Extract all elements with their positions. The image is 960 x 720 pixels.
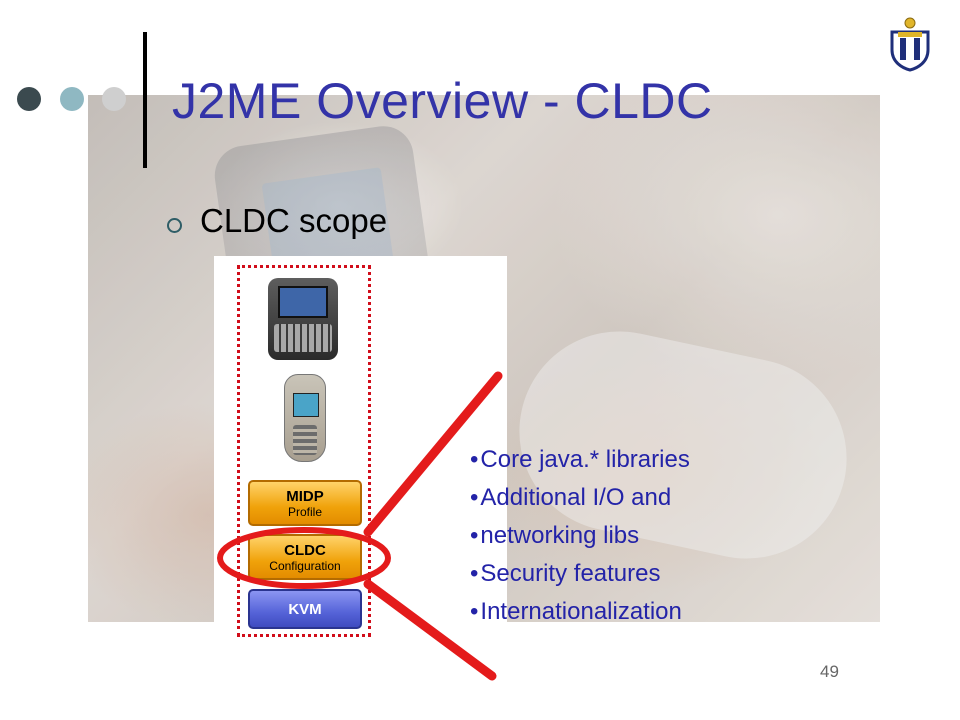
slide-title: J2ME Overview - CLDC xyxy=(172,73,713,129)
cldc-layer: CLDC Configuration xyxy=(248,534,362,580)
decorative-dot-grey xyxy=(102,87,126,111)
bullet-ring-icon xyxy=(167,218,182,233)
feature-item: Internationalization xyxy=(470,593,690,631)
bullet-text: CLDC scope xyxy=(200,202,388,239)
feature-item: networking libs xyxy=(470,517,690,555)
page-number: 49 xyxy=(820,662,839,681)
midp-sublabel: Profile xyxy=(287,505,322,519)
midp-layer: MIDP Profile xyxy=(248,480,362,526)
decorative-dot-teal xyxy=(60,87,84,111)
kvm-layer: KVM xyxy=(248,589,362,629)
university-crest-icon xyxy=(890,17,930,72)
feature-item: Core java.* libraries xyxy=(470,441,689,479)
midp-label: MIDP xyxy=(286,488,324,505)
cldc-label: CLDC xyxy=(284,542,326,559)
candybar-phone-icon xyxy=(284,374,326,462)
kvm-label: KVM xyxy=(288,601,322,618)
cldc-feature-list: Core java.* libraries Additional I/O and… xyxy=(470,441,690,631)
feature-item: Security features xyxy=(470,555,690,593)
decorative-dot-dark xyxy=(17,87,41,111)
cldc-sublabel: Configuration xyxy=(269,559,341,573)
keyboard-phone-icon xyxy=(268,278,338,360)
feature-item: Additional I/O and xyxy=(470,479,690,517)
title-divider-line xyxy=(143,32,147,168)
